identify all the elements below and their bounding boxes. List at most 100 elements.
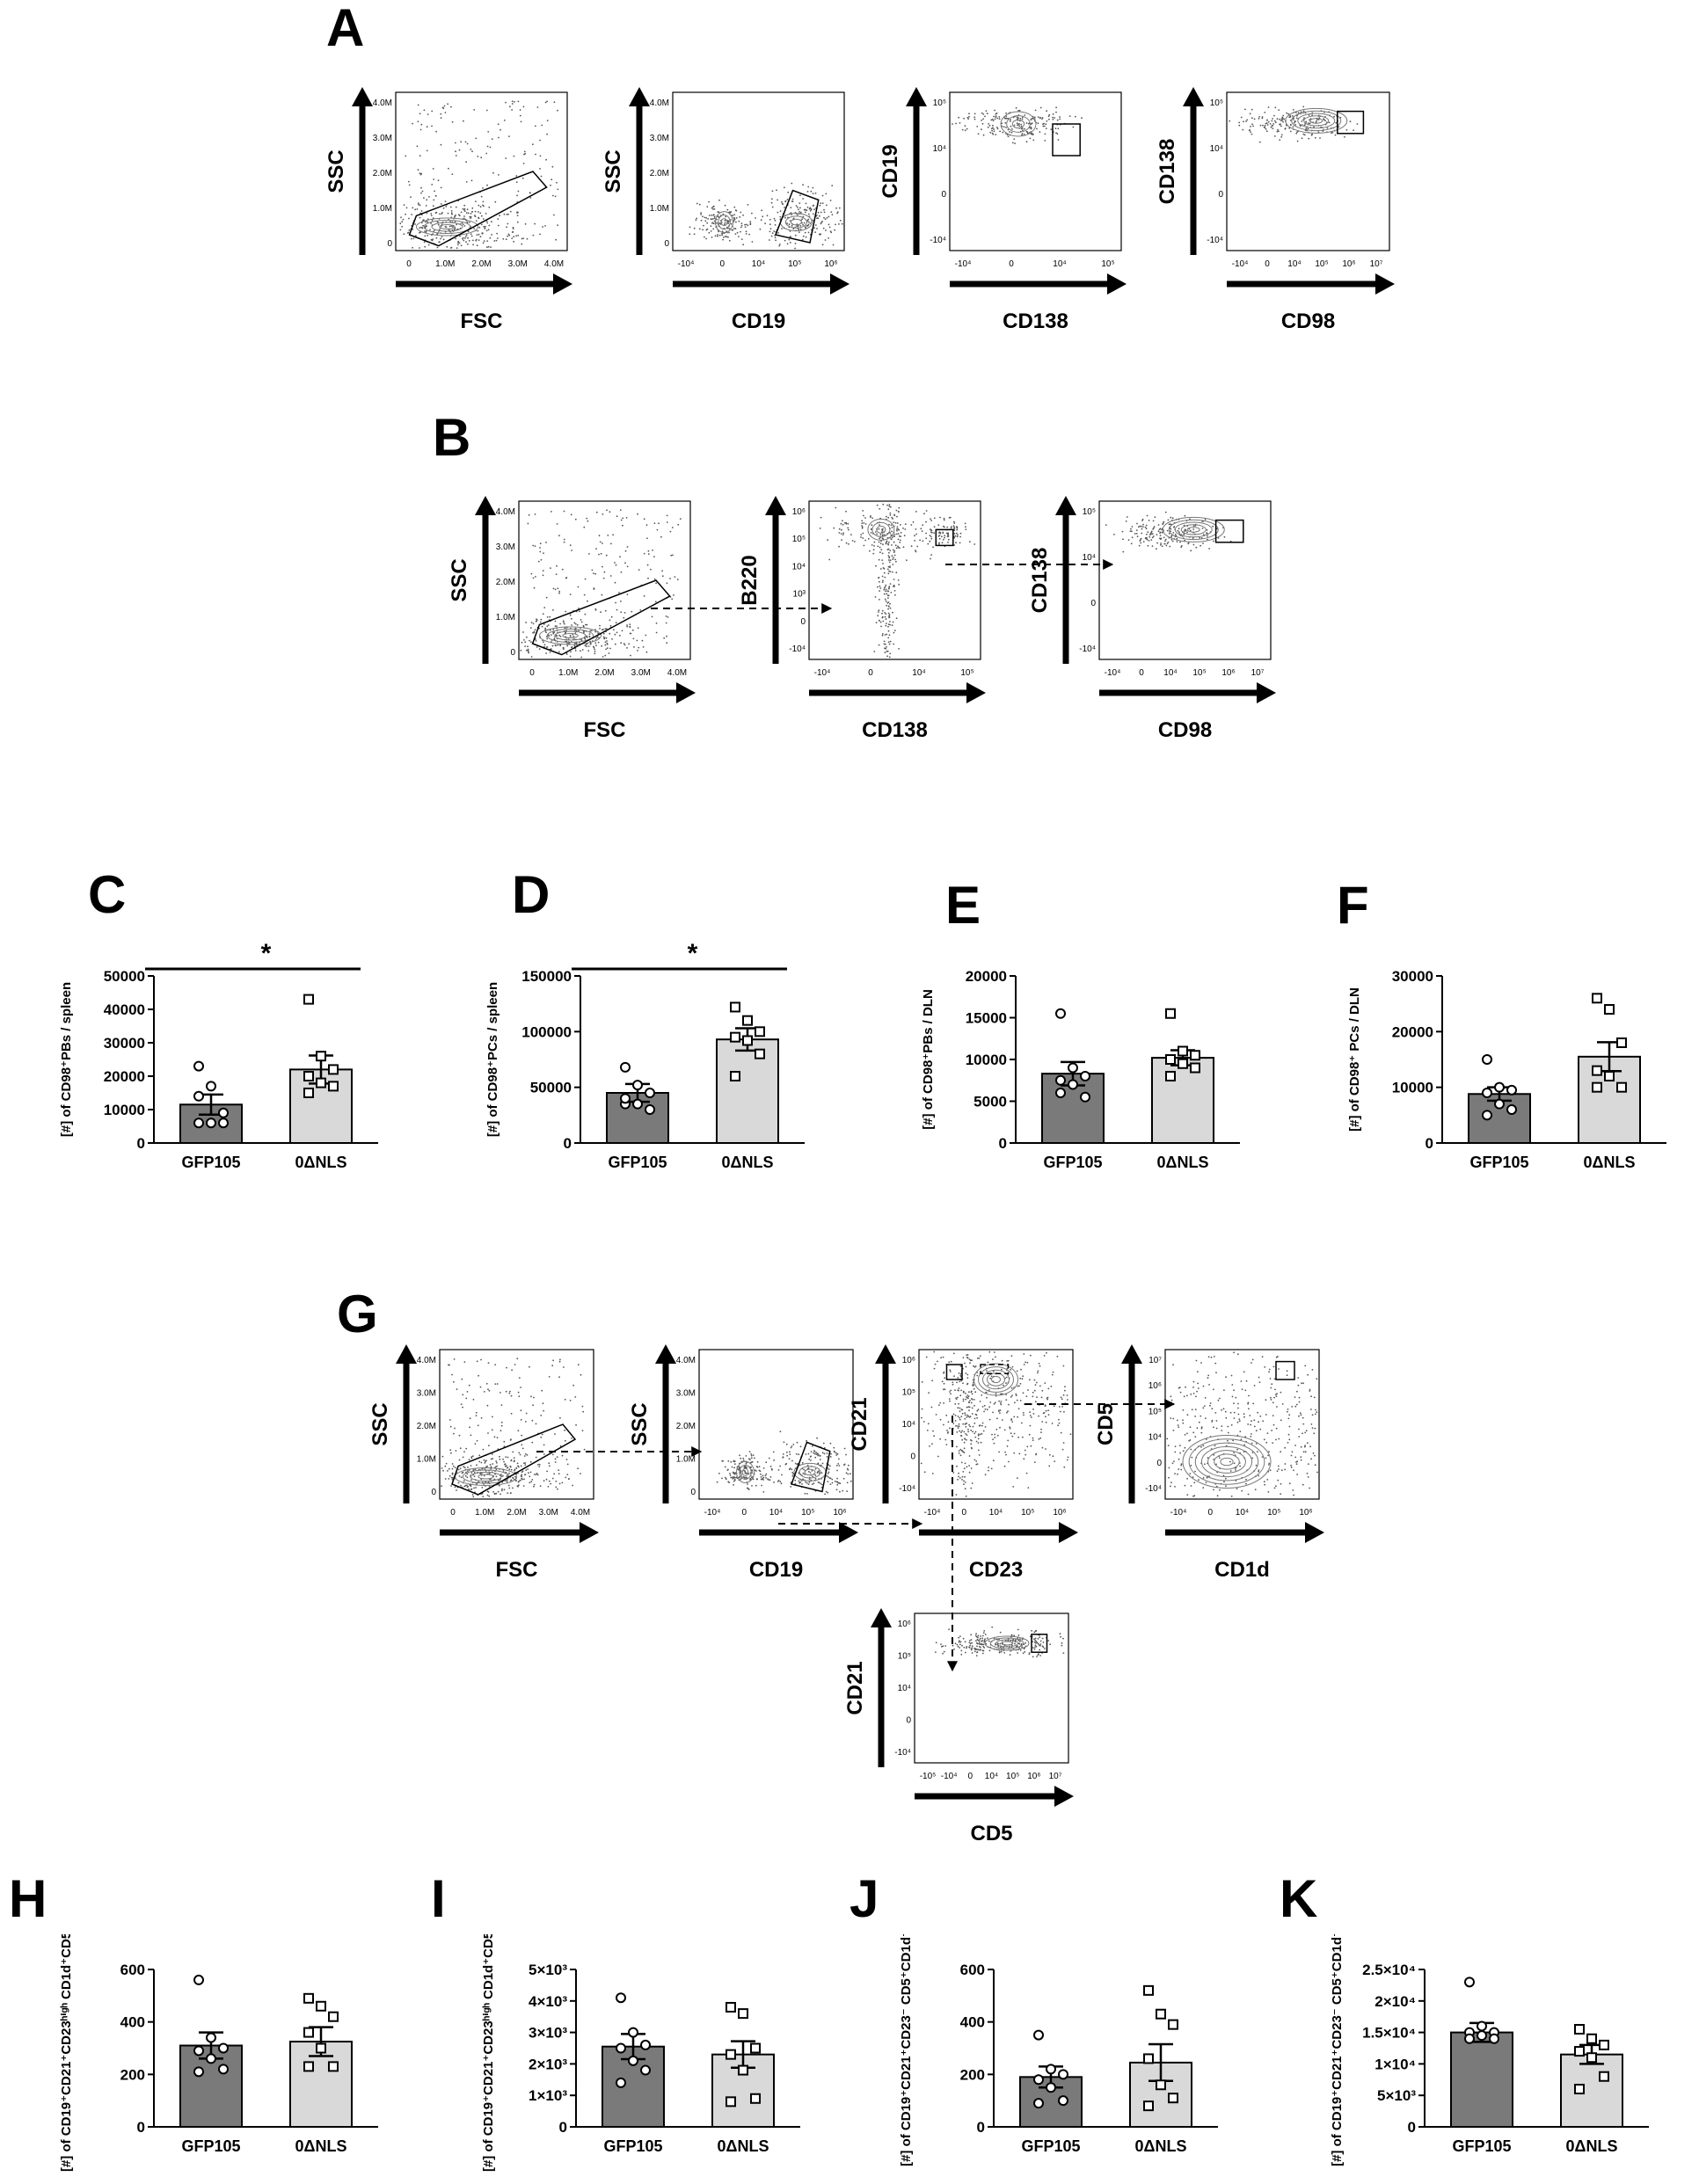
x-tick-label: 0 [868, 668, 873, 678]
bar [1450, 2031, 1513, 2128]
y-tick-label: 200 [120, 2066, 145, 2083]
data-point [616, 1992, 626, 2004]
data-point [316, 2042, 326, 2054]
y-tick-label: 40000 [104, 1001, 145, 1018]
y-tick-label: 1×10³ [529, 2087, 567, 2104]
y-tick-label: 0 [387, 239, 392, 249]
data-point [1143, 1984, 1154, 1996]
data-point [1506, 1084, 1517, 1096]
data-point [730, 1001, 740, 1013]
data-point [328, 1064, 339, 1075]
y-tick-label: 0 [510, 648, 515, 658]
category-label: GFP105 [1021, 2137, 1080, 2155]
x-tick-label: 10⁵ [1101, 259, 1114, 269]
data-point [303, 2027, 314, 2038]
data-point [1033, 2074, 1044, 2086]
x-axis-label: CD19 [749, 1558, 803, 1582]
panel-label-e: E [945, 876, 981, 935]
y-tick-label: 0 [1218, 190, 1223, 200]
x-tick-label: 10⁷ [1049, 1772, 1062, 1781]
category-label: GFP105 [608, 1154, 667, 1171]
data-point [1616, 1037, 1627, 1048]
data-point [218, 1117, 229, 1129]
y-tick-label: 10000 [1392, 1080, 1433, 1096]
contour-lines [984, 1635, 1030, 1651]
data-point [218, 2064, 229, 2075]
x-axis-label: CD5 [970, 1822, 1012, 1845]
contour-lines [539, 626, 602, 645]
contour-lines [1162, 516, 1225, 542]
x-tick-label: 0 [529, 668, 535, 678]
data-point [632, 1080, 643, 1091]
x-tick-label: 4.0M [667, 668, 687, 678]
y-tick-label: 10⁵ [1083, 507, 1096, 517]
y-tick-label: 1.0M [496, 613, 515, 622]
data-point [206, 1081, 216, 1092]
y-tick-label: 10⁴ [898, 1684, 911, 1693]
data-point [1464, 2033, 1475, 2044]
data-point [1494, 1098, 1505, 1110]
data-point [750, 2093, 761, 2104]
x-tick-label: 2.0M [471, 259, 491, 269]
data-point [742, 1015, 753, 1026]
data-point [628, 2027, 638, 2038]
y-tick-label: -10⁴ [930, 236, 946, 245]
data-point [742, 1035, 753, 1046]
gate-outline [774, 189, 820, 244]
data-point [328, 1081, 339, 1092]
data-point [193, 1974, 204, 1985]
x-axis-label: CD138 [862, 718, 928, 742]
x-axis-label: CD138 [1003, 309, 1068, 333]
data-point [303, 1088, 314, 1098]
y-tick-label: -10⁴ [1145, 1484, 1162, 1494]
data-point [1494, 1081, 1505, 1093]
x-tick-label: 10⁵ [960, 668, 973, 678]
y-tick-label: 3.0M [373, 134, 392, 143]
gate-outline [451, 1423, 577, 1496]
panel-label-d: D [512, 865, 551, 924]
y-tick-label: 4.0M [676, 1356, 696, 1365]
x-tick-label: -10⁵ [920, 1772, 937, 1781]
y-axis-label: SSC [369, 1402, 392, 1445]
x-axis-label: FSC [496, 1558, 538, 1582]
y-tick-label: 50000 [530, 1080, 572, 1096]
y-tick-label: 10000 [966, 1052, 1007, 1068]
y-tick-label: 0 [906, 1716, 911, 1726]
y-tick-label: -10⁴ [894, 1748, 911, 1758]
y-tick-label: 10⁶ [1148, 1381, 1162, 1391]
y-axis-label: [#] of CD98⁺PCs / spleen [485, 982, 500, 1137]
y-tick-label: 20000 [966, 968, 1007, 985]
y-tick-label: 15000 [966, 1010, 1007, 1027]
x-tick-label: 10⁵ [1006, 1772, 1019, 1781]
x-tick-label: 10⁶ [1053, 1508, 1066, 1518]
x-tick-label: -10⁴ [924, 1508, 941, 1518]
data-point [1055, 1008, 1066, 1019]
data-point [1168, 2019, 1178, 2030]
contour-lines [1000, 111, 1037, 137]
y-tick-label: 4.0M [373, 98, 392, 108]
y-axis-label: CD21 [844, 1661, 867, 1714]
data-point [1592, 993, 1602, 1004]
data-point [1143, 2053, 1154, 2064]
y-tick-label: 2×10³ [529, 2056, 567, 2072]
y-tick-label: 10⁶ [898, 1620, 911, 1629]
event-dots [441, 1358, 586, 1498]
data-point [1190, 1050, 1200, 1061]
y-tick-label: 2.0M [496, 578, 515, 587]
y-tick-label: 10⁵ [902, 1388, 915, 1398]
y-tick-label: 0 [690, 1488, 696, 1497]
x-tick-label: 10⁵ [1267, 1508, 1280, 1518]
y-axis-label: CD21 [849, 1397, 871, 1451]
x-tick-label: 10⁶ [1027, 1772, 1040, 1781]
y-axis-label: [#] of CD98⁺ PCs / DLN [1347, 987, 1362, 1132]
data-point [1068, 1062, 1078, 1074]
gate-outline [1031, 1634, 1048, 1653]
y-tick-label: 0 [564, 1135, 572, 1152]
